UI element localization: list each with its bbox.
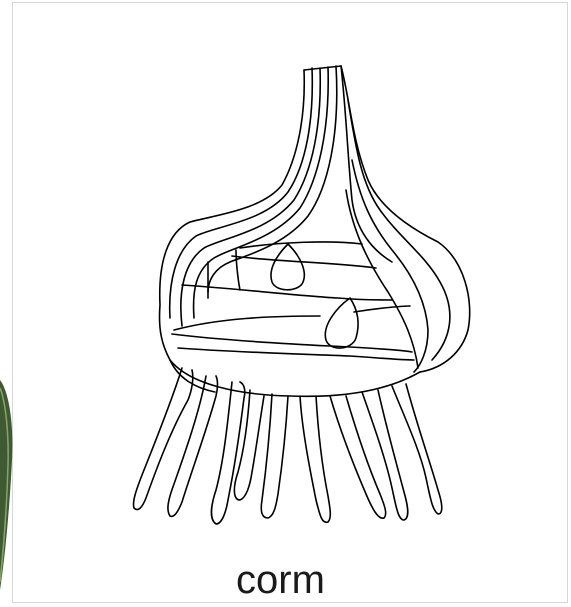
root-9 [392,384,442,514]
corm-roots [133,368,441,524]
corm-interior-layers [172,242,414,360]
corm-outer-tunic [341,66,470,372]
root-1 [133,368,192,510]
bud-upper [271,244,304,290]
root-6 [300,396,330,522]
root-4 [234,390,264,500]
root-3 [212,382,245,524]
root-5 [261,394,288,518]
bud-lower [325,298,358,348]
root-2 [168,376,218,516]
root-7 [330,396,386,518]
corm-caption: corm [236,556,436,604]
